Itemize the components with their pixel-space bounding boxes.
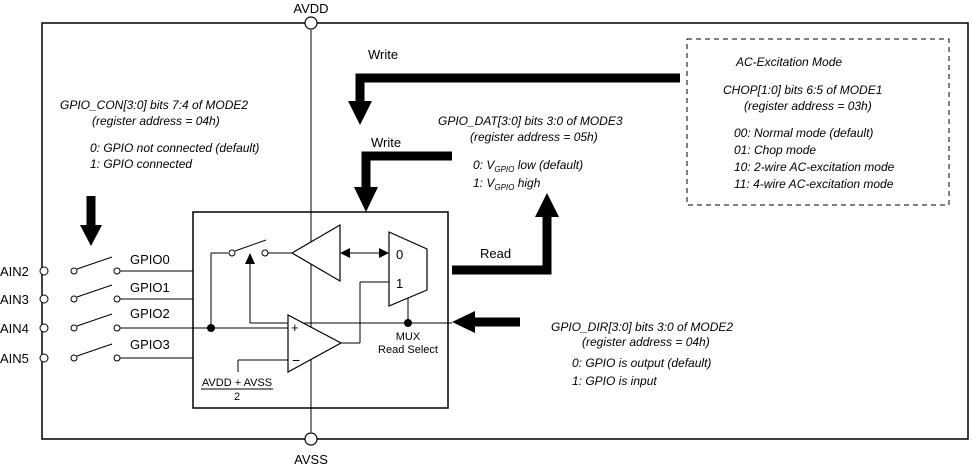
pin-row-ain4: AIN4 GPIO2: [0, 306, 193, 336]
gpio-label: GPIO1: [130, 280, 170, 295]
ac-excitation-title: AC-Excitation Mode: [735, 55, 842, 69]
write-arrow-mid: [354, 151, 452, 212]
avdd-label: AVDD: [293, 1, 328, 16]
gpio-dat-option-0: 0: VGPIO low (default): [473, 158, 583, 174]
switch-node: [113, 267, 121, 275]
pin-terminal: [39, 294, 49, 304]
gpio-dat-register: (register address = 05h): [470, 130, 598, 144]
gpio-con-register: (register address = 04h): [92, 114, 220, 128]
reference-numerator: AVDD + AVSS: [202, 377, 272, 389]
connect-arrow: [80, 196, 102, 246]
output-buffer: [290, 223, 341, 283]
avdd-terminal: [304, 16, 318, 30]
write-label-mid: Write: [371, 135, 401, 150]
switch-node: [113, 295, 121, 303]
pin-row-ain5: AIN5 GPIO3: [0, 337, 193, 366]
pin-terminal: [39, 353, 49, 363]
gpio-dir-annotation: GPIO_DIR[3:0] bits 3:0 of MODE2 (registe…: [551, 320, 733, 388]
switch-node: [261, 249, 269, 257]
pin-terminal: [39, 323, 49, 333]
ac-excitation-box: [686, 38, 950, 206]
outer-frame: [41, 22, 969, 440]
gpio-circuit-box: [192, 211, 449, 409]
write-arrow-top: [348, 73, 680, 125]
gpio-dir-register: (register address = 04h): [582, 335, 710, 349]
mux: [388, 231, 428, 307]
junction-dot: [404, 319, 412, 327]
mux-label: MUX: [396, 331, 421, 343]
right-arrowhead: [379, 248, 389, 258]
gpio-label: GPIO3: [130, 337, 170, 352]
pin-label: AIN5: [0, 351, 29, 366]
switch-node: [70, 324, 78, 332]
gpio-switch: [76, 284, 113, 298]
mux-sublabel: Read Select: [378, 344, 438, 356]
switch-node: [113, 354, 121, 362]
read-label: Read: [480, 246, 511, 261]
gpio-switch: [76, 256, 113, 270]
chop-register-address: (register address = 03h): [744, 99, 872, 113]
pin-label: AIN3: [0, 292, 29, 307]
write-label-top: Write: [368, 47, 398, 62]
chop-mode-10: 10: 2-wire AC-excitation mode: [734, 160, 895, 174]
output-switch: [234, 239, 267, 252]
avss-label: AVSS: [294, 452, 328, 467]
direction-arrow: [452, 311, 520, 333]
gpio-label: GPIO0: [130, 252, 170, 267]
gpio-switch: [76, 313, 113, 327]
gpio-con-option-0: 0: GPIO not connected (default): [90, 141, 259, 155]
pin-row-ain2: AIN2 GPIO0: [0, 252, 193, 279]
gpio-switch: [76, 343, 113, 357]
left-arrowhead: [340, 248, 350, 258]
gpio-label: GPIO2: [130, 306, 170, 321]
pin-row-ain3: AIN3 GPIO1: [0, 280, 193, 307]
gpio-con-option-1: 1: GPIO connected: [90, 157, 192, 171]
switch-node: [70, 295, 78, 303]
mux-input-1: 1: [396, 276, 403, 291]
gpio-con-title: GPIO_CON[3:0] bits 7:4 of MODE2: [60, 98, 248, 112]
chop-mode-11: 11: 4-wire AC-excitation mode: [734, 177, 894, 191]
gpio-dir-option-0: 0: GPIO is output (default): [572, 356, 711, 370]
avss-terminal: [304, 432, 318, 446]
pin-label: AIN4: [0, 321, 29, 336]
chop-register-title: CHOP[1:0] bits 6:5 of MODE1: [723, 83, 882, 97]
direction-control-arrowhead: [245, 253, 255, 264]
switch-node: [228, 249, 236, 257]
gpio-dat-annotation: GPIO_DAT[3:0] bits 3:0 of MODE3 (registe…: [438, 114, 623, 192]
chop-mode-00: 00: Normal mode (default): [734, 126, 873, 140]
pin-terminal: [39, 266, 49, 276]
gpio-con-annotation: GPIO_CON[3:0] bits 7:4 of MODE2 (registe…: [60, 98, 259, 171]
comparator-plus: +: [291, 320, 299, 335]
gpio-dir-option-1: 1: GPIO is input: [572, 374, 657, 388]
gpio-dat-option-1: 1: VGPIO high: [473, 176, 541, 192]
gpio-dat-title: GPIO_DAT[3:0] bits 3:0 of MODE3: [438, 114, 623, 128]
reference-denominator: 2: [234, 391, 240, 403]
chop-mode-01: 01: Chop mode: [734, 143, 816, 157]
switch-node: [113, 324, 121, 332]
mux-input-0: 0: [396, 247, 403, 262]
switch-node: [70, 267, 78, 275]
comparator: [287, 314, 343, 374]
comparator-minus: −: [292, 352, 300, 368]
ac-excitation-annotation: AC-Excitation Mode CHOP[1:0] bits 6:5 of…: [723, 55, 895, 191]
switch-node: [70, 354, 78, 362]
read-arrow: [452, 193, 559, 275]
pin-label: AIN2: [0, 264, 29, 279]
gpio-dir-title: GPIO_DIR[3:0] bits 3:0 of MODE2: [551, 320, 733, 334]
